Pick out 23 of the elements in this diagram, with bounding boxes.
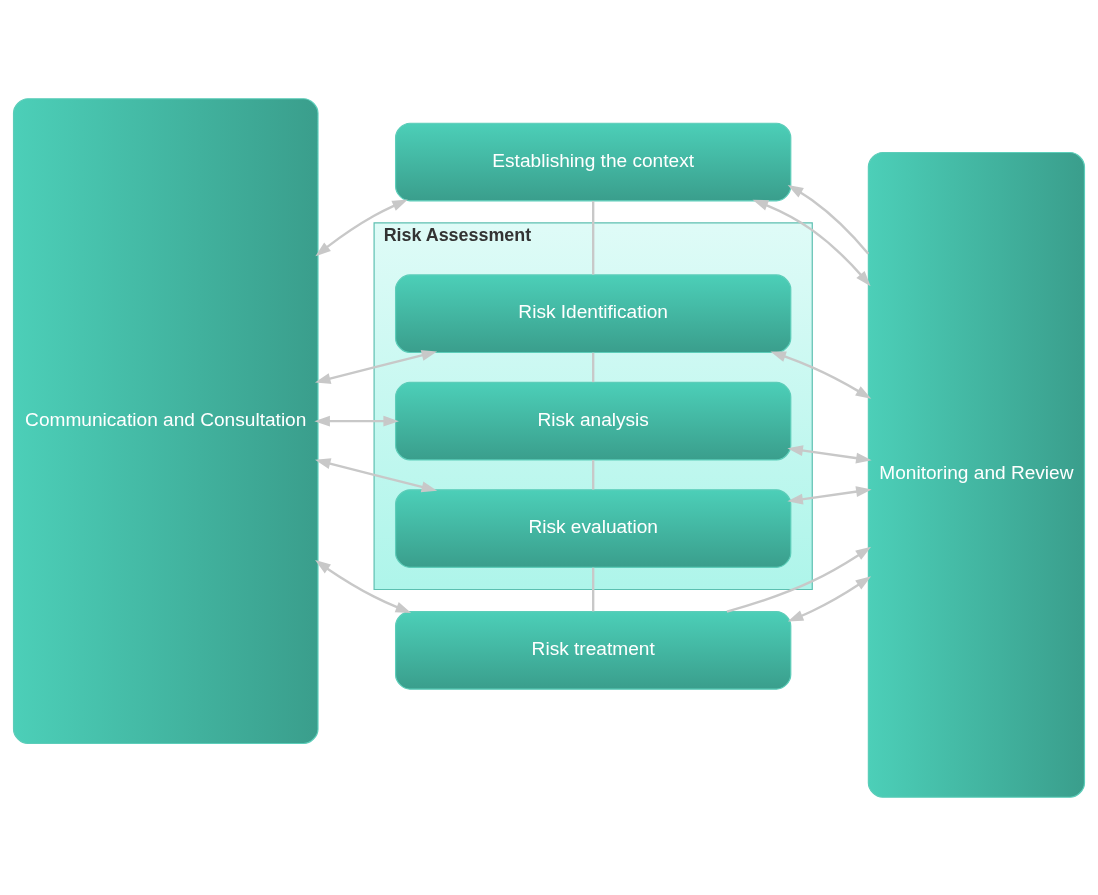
arrow [787,444,872,463]
arrow [315,349,438,384]
arrow [315,199,408,256]
connector [592,200,595,275]
node-box: Risk treatment [395,610,792,690]
arrow [726,546,872,613]
arrow [787,575,872,622]
arrow [770,350,872,399]
node-box: Monitoring and Review [867,151,1086,798]
node-box: Establishing the context [395,122,792,201]
node-box: Risk Identification [395,273,792,353]
connector [592,459,595,490]
arrow [314,415,399,427]
node-box: Communication and Consultation [12,97,319,744]
node-box: Risk analysis [395,381,792,461]
node-box: Risk evaluation [395,488,792,568]
connector [592,567,595,611]
arrow [315,457,438,492]
connector [592,352,595,382]
arrow [787,485,872,505]
arrow [752,199,871,286]
arrow [787,184,870,255]
arrow [315,559,412,613]
